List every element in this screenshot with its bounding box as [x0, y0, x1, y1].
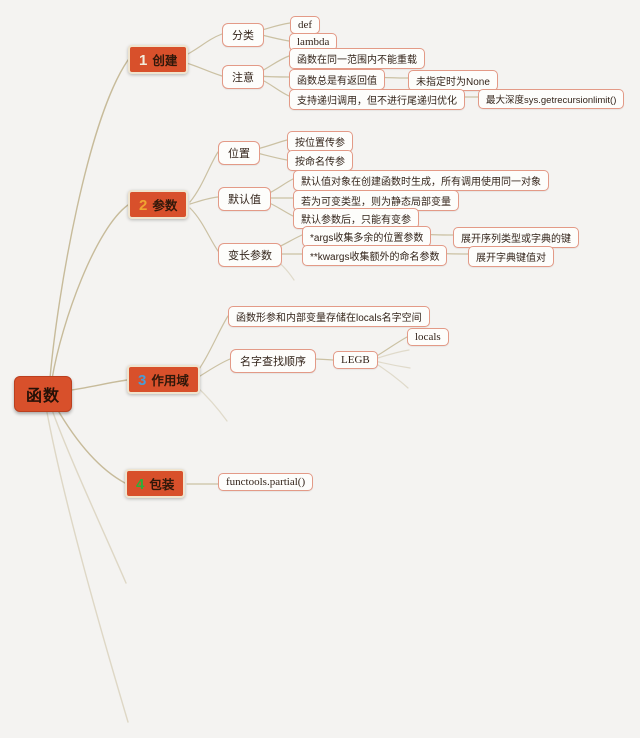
node-no-overload[interactable]: 函数在同一范围内不能重载: [289, 48, 425, 69]
branch-node-params[interactable]: 2 参数: [128, 190, 189, 219]
branch-number-4: 4: [136, 476, 145, 493]
link-root-scope: [63, 379, 128, 392]
node-kwargs-expand[interactable]: 展开字典键值对: [468, 246, 554, 267]
node-by-name[interactable]: 按命名传参: [287, 150, 353, 171]
node-name-lookup[interactable]: 名字查找顺序: [230, 349, 316, 373]
node-varargs[interactable]: 变长参数: [218, 243, 282, 267]
link-root-params: [51, 204, 129, 380]
link-params-position: [189, 151, 219, 203]
link-scope-lookup: [194, 358, 231, 380]
link-position-bypos: [256, 139, 288, 150]
link-legb-collapsed-1: [374, 349, 410, 360]
branch-node-create[interactable]: 1 创建: [128, 45, 189, 74]
node-args[interactable]: *args收集多余的位置参数: [302, 226, 432, 247]
node-lambda[interactable]: lambda: [289, 33, 338, 51]
branch-node-wrap[interactable]: 4 包装: [125, 469, 186, 498]
branch-label-create: 创建: [152, 54, 178, 68]
branch-label-scope: 作用域: [151, 374, 189, 388]
link-root-wrap: [55, 406, 126, 484]
link-position-byname: [256, 152, 288, 161]
node-legb[interactable]: LEGB: [333, 351, 378, 369]
link-legb-collapsed-3: [374, 362, 409, 389]
root-node-function[interactable]: 函数: [14, 376, 73, 412]
link-legb-collapsed-2: [374, 360, 411, 369]
branch-number-3: 3: [138, 372, 147, 389]
link-legb-locals: [374, 336, 408, 358]
node-recursion-limit[interactable]: 最大深度sys.getrecursionlimit(): [478, 89, 625, 109]
node-args-expand[interactable]: 展开序列类型或字典的键: [453, 227, 579, 248]
node-locals-storage[interactable]: 函数形参和内部变量存储在locals名字空间: [228, 306, 430, 327]
link-scope-locals-note: [194, 315, 229, 376]
node-default-created-once[interactable]: 默认值对象在创建函数时生成，所有调用使用同一对象: [293, 170, 549, 191]
node-locals[interactable]: locals: [407, 328, 449, 346]
node-recursion[interactable]: 支持递归调用，但不进行尾递归优化: [289, 89, 465, 110]
node-position[interactable]: 位置: [218, 141, 260, 165]
node-def[interactable]: def: [290, 16, 321, 34]
branch-node-scope[interactable]: 3 作用域: [127, 365, 200, 394]
branch-number-2: 2: [139, 197, 148, 214]
link-root-collapsed-2: [45, 406, 129, 723]
node-note[interactable]: 注意: [222, 65, 264, 89]
link-params-varargs: [189, 207, 219, 252]
node-by-position[interactable]: 按位置传参: [287, 131, 353, 152]
link-root-collapsed-1: [50, 406, 127, 584]
node-default-none[interactable]: 未指定时为None: [408, 70, 498, 91]
node-functools-partial[interactable]: functools.partial(): [218, 473, 314, 491]
branch-label-params: 参数: [152, 199, 178, 213]
branch-label-wrap: 包装: [149, 478, 175, 492]
link-root-create: [49, 59, 129, 379]
node-always-return[interactable]: 函数总是有返回值: [289, 69, 385, 90]
branch-number-1: 1: [139, 52, 148, 69]
node-kwargs[interactable]: **kwargs收集额外的命名参数: [302, 245, 448, 266]
node-classify[interactable]: 分类: [222, 23, 264, 47]
node-default-value[interactable]: 默认值: [218, 187, 271, 211]
link-params-default: [189, 196, 219, 205]
